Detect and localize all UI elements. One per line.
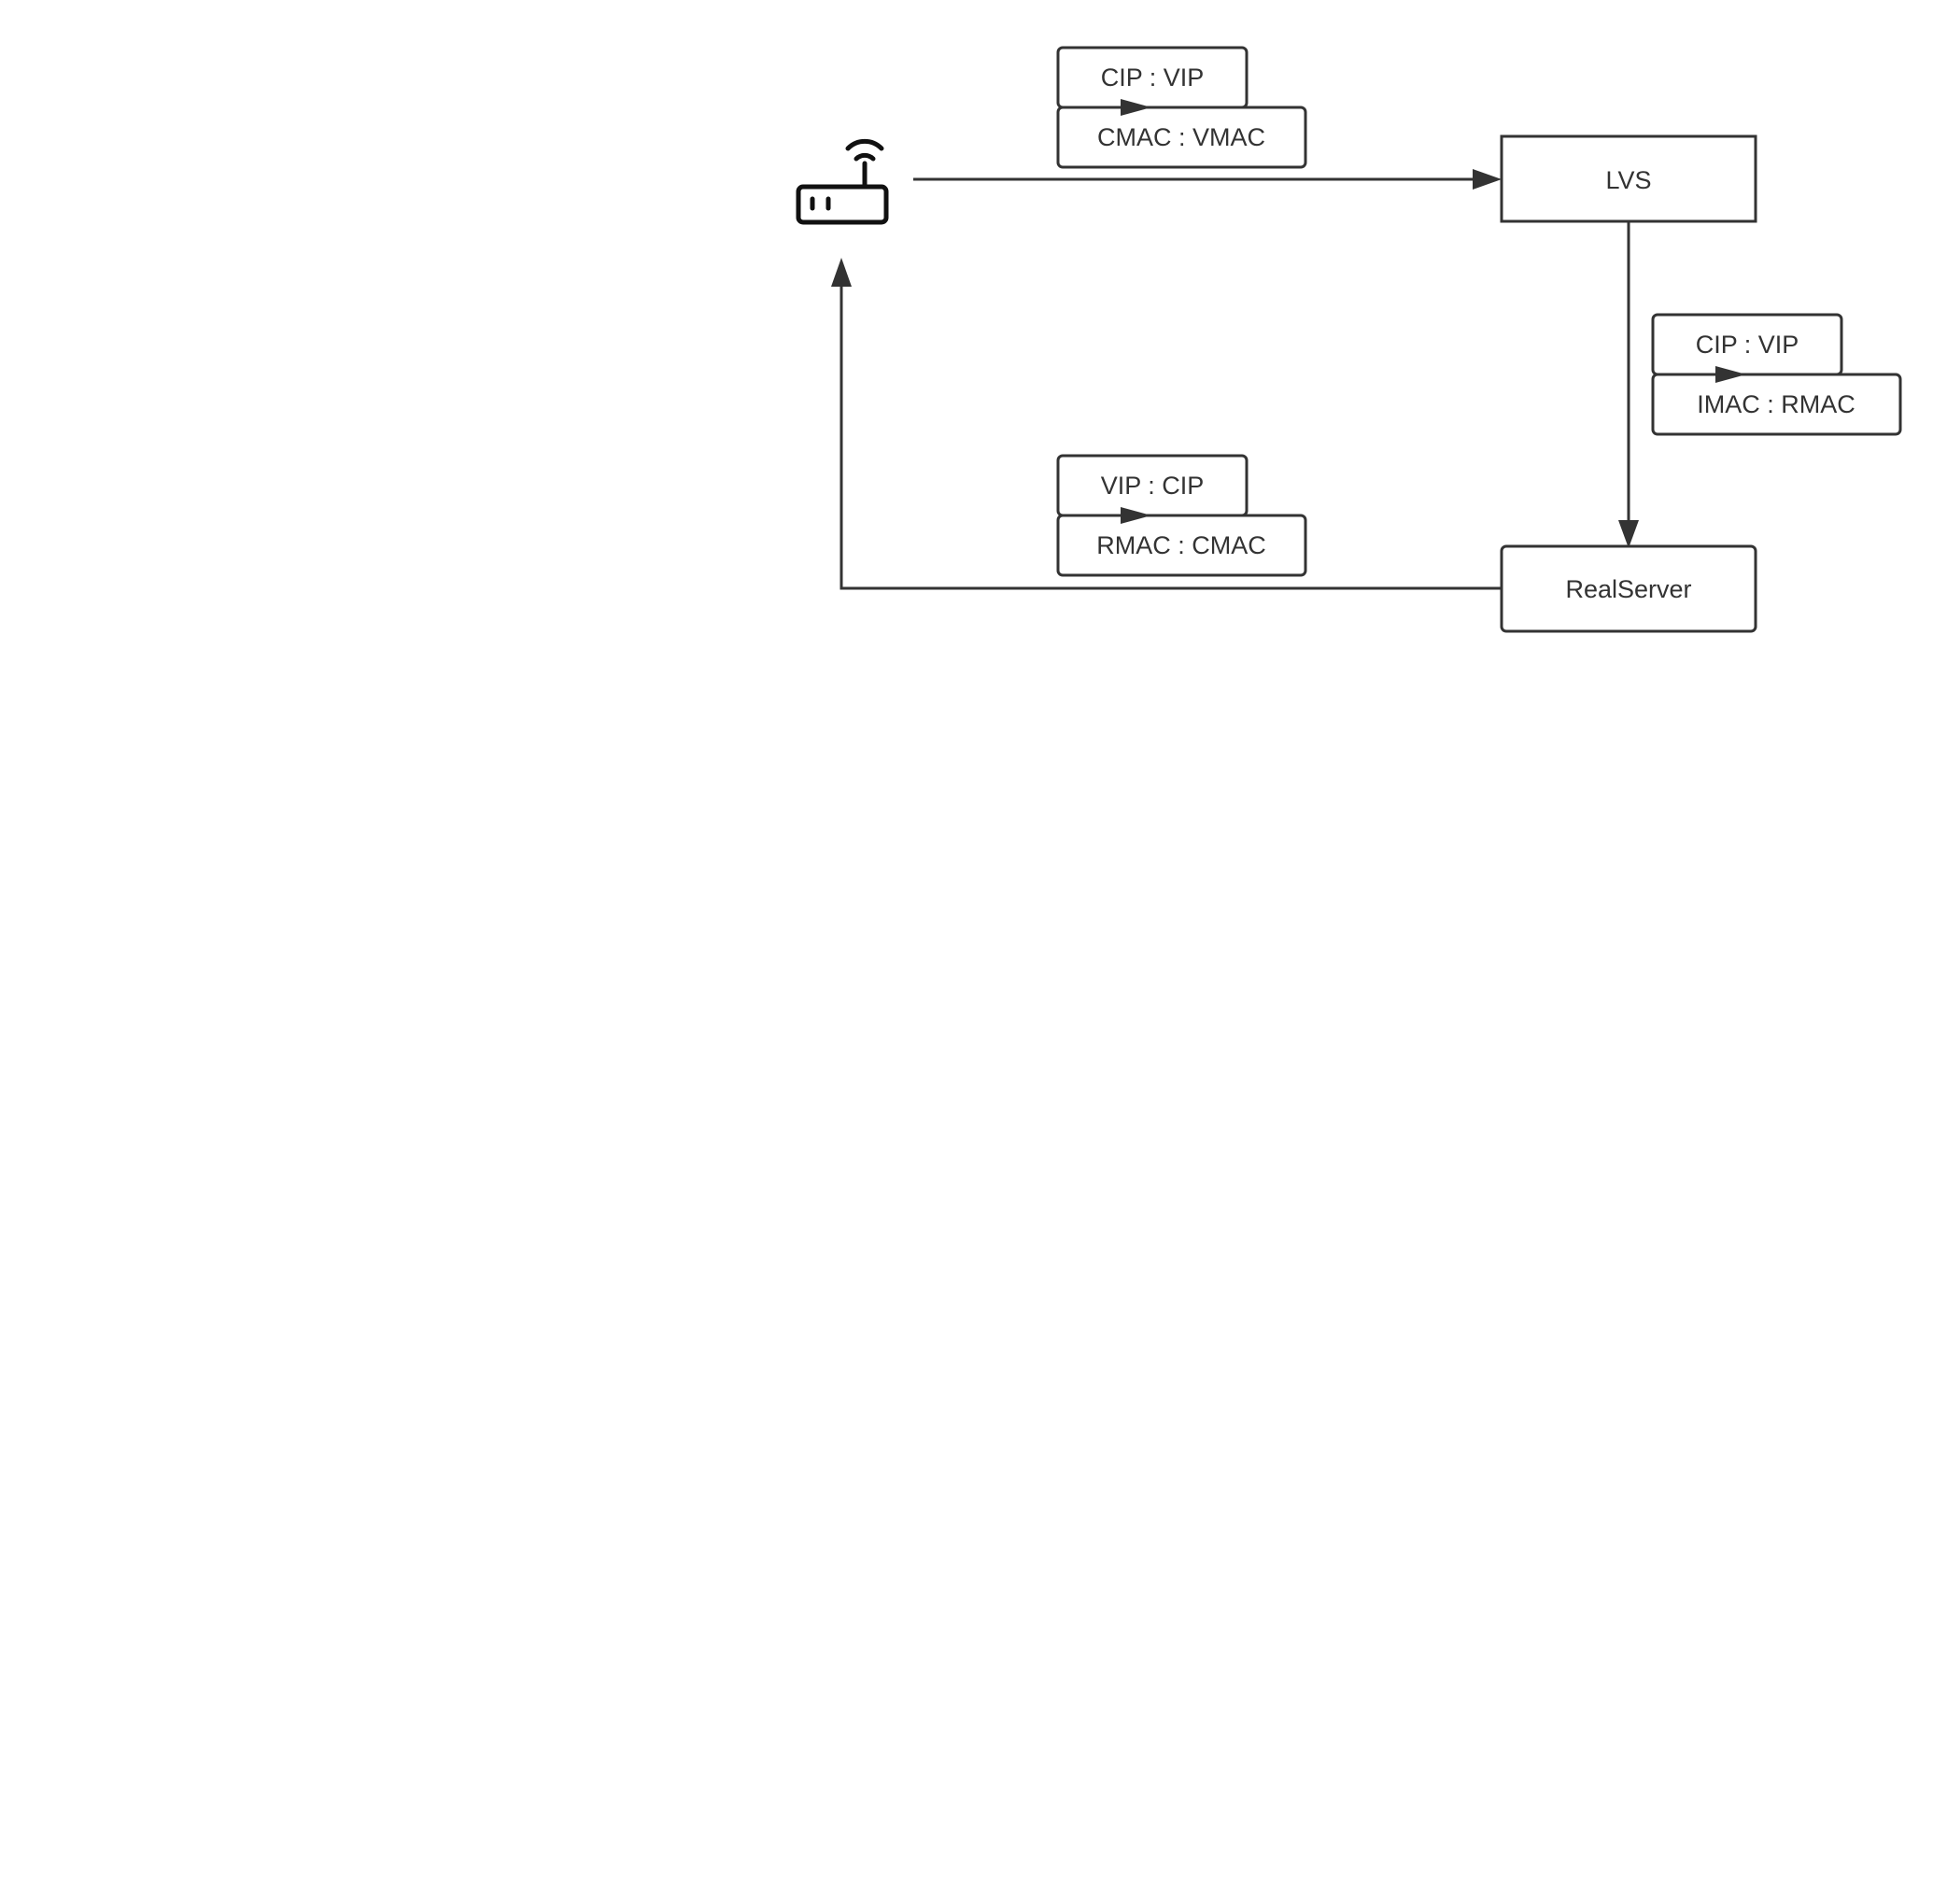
packet-mac-label: CMAC : VMAC — [1097, 123, 1265, 151]
packet-realserver-to-client: VIP : CIP RMAC : CMAC — [1056, 454, 1307, 577]
packet-mac-label: IMAC : RMAC — [1697, 390, 1855, 418]
packet-direction-arrow — [1715, 366, 1746, 383]
node-lvs: LVS — [1500, 134, 1757, 223]
edge-realserver-to-client — [831, 258, 1502, 590]
packet-direction-arrow — [1121, 507, 1151, 524]
edge-client-to-lvs — [913, 169, 1502, 190]
packet-direction-arrow — [1121, 99, 1151, 116]
packet-ip-label: CIP : VIP — [1696, 331, 1799, 359]
packet-ip-label: CIP : VIP — [1101, 63, 1205, 92]
node-realserver-label: RealServer — [1565, 575, 1691, 603]
packet-lvs-to-realserver: CIP : VIP IMAC : RMAC — [1651, 313, 1902, 436]
packet-ip-label: VIP : CIP — [1101, 472, 1205, 500]
edge-lvs-to-realserver — [1618, 221, 1639, 548]
node-lvs-label: LVS — [1605, 166, 1651, 194]
packet-client-to-lvs: CIP : VIP CMAC : VMAC — [1056, 46, 1307, 169]
packet-mac-label: RMAC : CMAC — [1096, 531, 1266, 559]
router-icon — [796, 138, 889, 225]
node-realserver: RealServer — [1500, 544, 1757, 633]
